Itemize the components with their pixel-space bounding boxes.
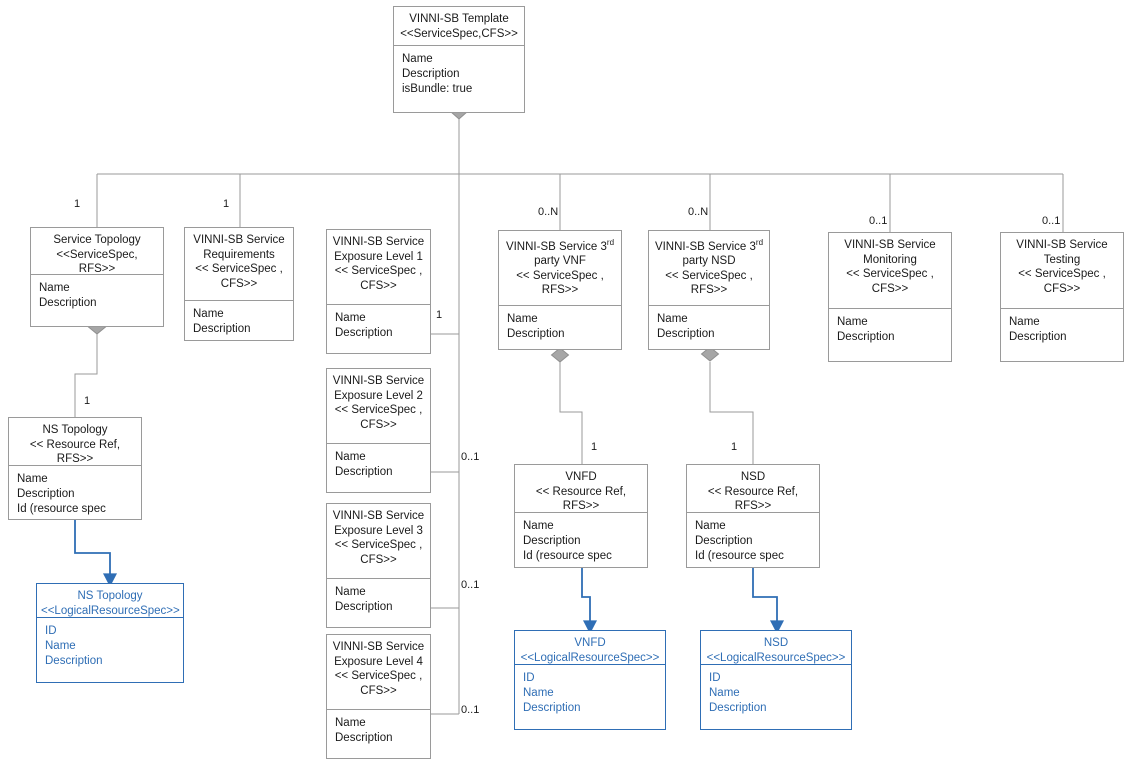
class-header-ns-topology-ref: NS Topology << Resource Ref, RFS>> (9, 418, 141, 466)
mult-service-topology: 1 (74, 198, 81, 210)
class-attrs-vnfd-lrs: ID Name Description (523, 672, 581, 714)
class-attrs-vnfd-ref: Name Description Id (resource spec (523, 520, 612, 562)
class-nsd-ref[interactable]: NSD << Resource Ref, RFS>> Name Descript… (686, 464, 820, 568)
arrow-ns-topology (74, 520, 118, 587)
third-nsd-name: VINNI-SB Service 3 (654, 240, 756, 253)
third-vnf-name: VINNI-SB Service 3 (505, 240, 607, 253)
mult-third-vnf: 0..N (538, 206, 559, 218)
class-header-third-vnf: VINNI-SB Service 3rd party VNF << Servic… (499, 231, 621, 306)
class-header-exposure3: VINNI-SB Service Exposure Level 3 << Ser… (327, 504, 430, 579)
class-attrs-service-topology: Name Description (39, 282, 97, 309)
class-header-monitoring: VINNI-SB Service Monitoring << ServiceSp… (829, 233, 951, 309)
class-attrs-exposure2: Name Description (335, 451, 393, 478)
class-attrs-exposure4: Name Description (335, 717, 393, 744)
class-header-nsd-lrs: NSD <<LogicalResourceSpec>> (701, 631, 851, 665)
class-attrs-third-nsd: Name Description (657, 313, 715, 340)
mult-exposure4: 0..1 (461, 704, 480, 716)
mult-third-nsd: 0..N (688, 206, 709, 218)
class-header-ns-topology-lrs: NS Topology <<LogicalResourceSpec>> (37, 584, 183, 618)
third-nsd-ordinal-suffix: rd (755, 238, 764, 247)
mult-ns-topology-ref: 1 (84, 395, 91, 407)
class-exposure-level-3[interactable]: VINNI-SB Service Exposure Level 3 << Ser… (326, 503, 431, 628)
class-attrs-template: Name Description isBundle: true (402, 53, 473, 95)
class-header-exposure1: VINNI-SB Service Exposure Level 1 << Ser… (327, 230, 430, 305)
class-header-service-topology: Service Topology <<ServiceSpec, RFS>> (31, 228, 163, 275)
class-header-requirements: VINNI-SB Service Requirements << Service… (185, 228, 293, 301)
mult-nsd-ref: 1 (731, 441, 738, 453)
class-header-vnfd-ref: VNFD << Resource Ref, RFS>> (515, 465, 647, 513)
mult-exposure1: 1 (436, 309, 443, 321)
class-attrs-monitoring: Name Description (837, 316, 895, 343)
class-header-testing: VINNI-SB Service Testing << ServiceSpec … (1001, 233, 1123, 309)
class-attrs-nsd-ref: Name Description Id (resource spec (695, 520, 784, 562)
mult-testing: 0..1 (1042, 215, 1061, 227)
mult-exposure3: 0..1 (461, 579, 480, 591)
class-attrs-exposure3: Name Description (335, 586, 393, 613)
class-header-vnfd-lrs: VNFD <<LogicalResourceSpec>> (515, 631, 665, 665)
class-header-template: VINNI-SB Template <<ServiceSpec,CFS>> (394, 7, 524, 46)
class-attrs-requirements: Name Description (193, 308, 251, 335)
class-service-monitoring[interactable]: VINNI-SB Service Monitoring << ServiceSp… (828, 232, 952, 362)
mult-exposure2: 0..1 (461, 451, 480, 463)
class-service-topology[interactable]: Service Topology <<ServiceSpec, RFS>> Na… (30, 227, 164, 327)
mult-requirements: 1 (223, 198, 230, 210)
arrow-vnfd (581, 568, 598, 634)
class-service-requirements[interactable]: VINNI-SB Service Requirements << Service… (184, 227, 294, 341)
class-vnfd-ref[interactable]: VNFD << Resource Ref, RFS>> Name Descrip… (514, 464, 648, 568)
class-attrs-nsd-lrs: ID Name Description (709, 672, 767, 714)
class-header-exposure2: VINNI-SB Service Exposure Level 2 << Ser… (327, 369, 430, 444)
class-exposure-level-2[interactable]: VINNI-SB Service Exposure Level 2 << Ser… (326, 368, 431, 493)
class-attrs-exposure1: Name Description (335, 312, 393, 339)
third-vnf-ordinal-suffix: rd (606, 238, 615, 247)
class-header-third-nsd: VINNI-SB Service 3rd party NSD << Servic… (649, 231, 769, 306)
diamond-third-vnf (550, 347, 570, 363)
class-attrs-ns-topology-lrs: ID Name Description (45, 625, 103, 667)
class-header-exposure4: VINNI-SB Service Exposure Level 4 << Ser… (327, 635, 430, 710)
class-service-testing[interactable]: VINNI-SB Service Testing << ServiceSpec … (1000, 232, 1124, 362)
class-nsd-lrs[interactable]: NSD <<LogicalResourceSpec>> ID Name Desc… (700, 630, 852, 730)
class-third-party-vnf[interactable]: VINNI-SB Service 3rd party VNF << Servic… (498, 230, 622, 350)
class-ns-topology-ref[interactable]: NS Topology << Resource Ref, RFS>> Name … (8, 417, 142, 520)
class-attrs-third-vnf: Name Description (507, 313, 565, 340)
class-third-party-nsd[interactable]: VINNI-SB Service 3rd party NSD << Servic… (648, 230, 770, 350)
class-exposure-level-4[interactable]: VINNI-SB Service Exposure Level 4 << Ser… (326, 634, 431, 759)
class-attrs-ns-topology-ref: Name Description Id (resource spec (17, 473, 106, 515)
class-attrs-testing: Name Description (1009, 316, 1067, 343)
class-vnfd-lrs[interactable]: VNFD <<LogicalResourceSpec>> ID Name Des… (514, 630, 666, 730)
class-ns-topology-lrs[interactable]: NS Topology <<LogicalResourceSpec>> ID N… (36, 583, 184, 683)
class-vinni-sb-template[interactable]: VINNI-SB Template <<ServiceSpec,CFS>> Na… (393, 6, 525, 113)
class-exposure-level-1[interactable]: VINNI-SB Service Exposure Level 1 << Ser… (326, 229, 431, 354)
class-header-nsd-ref: NSD << Resource Ref, RFS>> (687, 465, 819, 513)
mult-monitoring: 0..1 (869, 215, 888, 227)
mult-vnfd-ref: 1 (591, 441, 598, 453)
arrow-nsd (752, 568, 785, 634)
